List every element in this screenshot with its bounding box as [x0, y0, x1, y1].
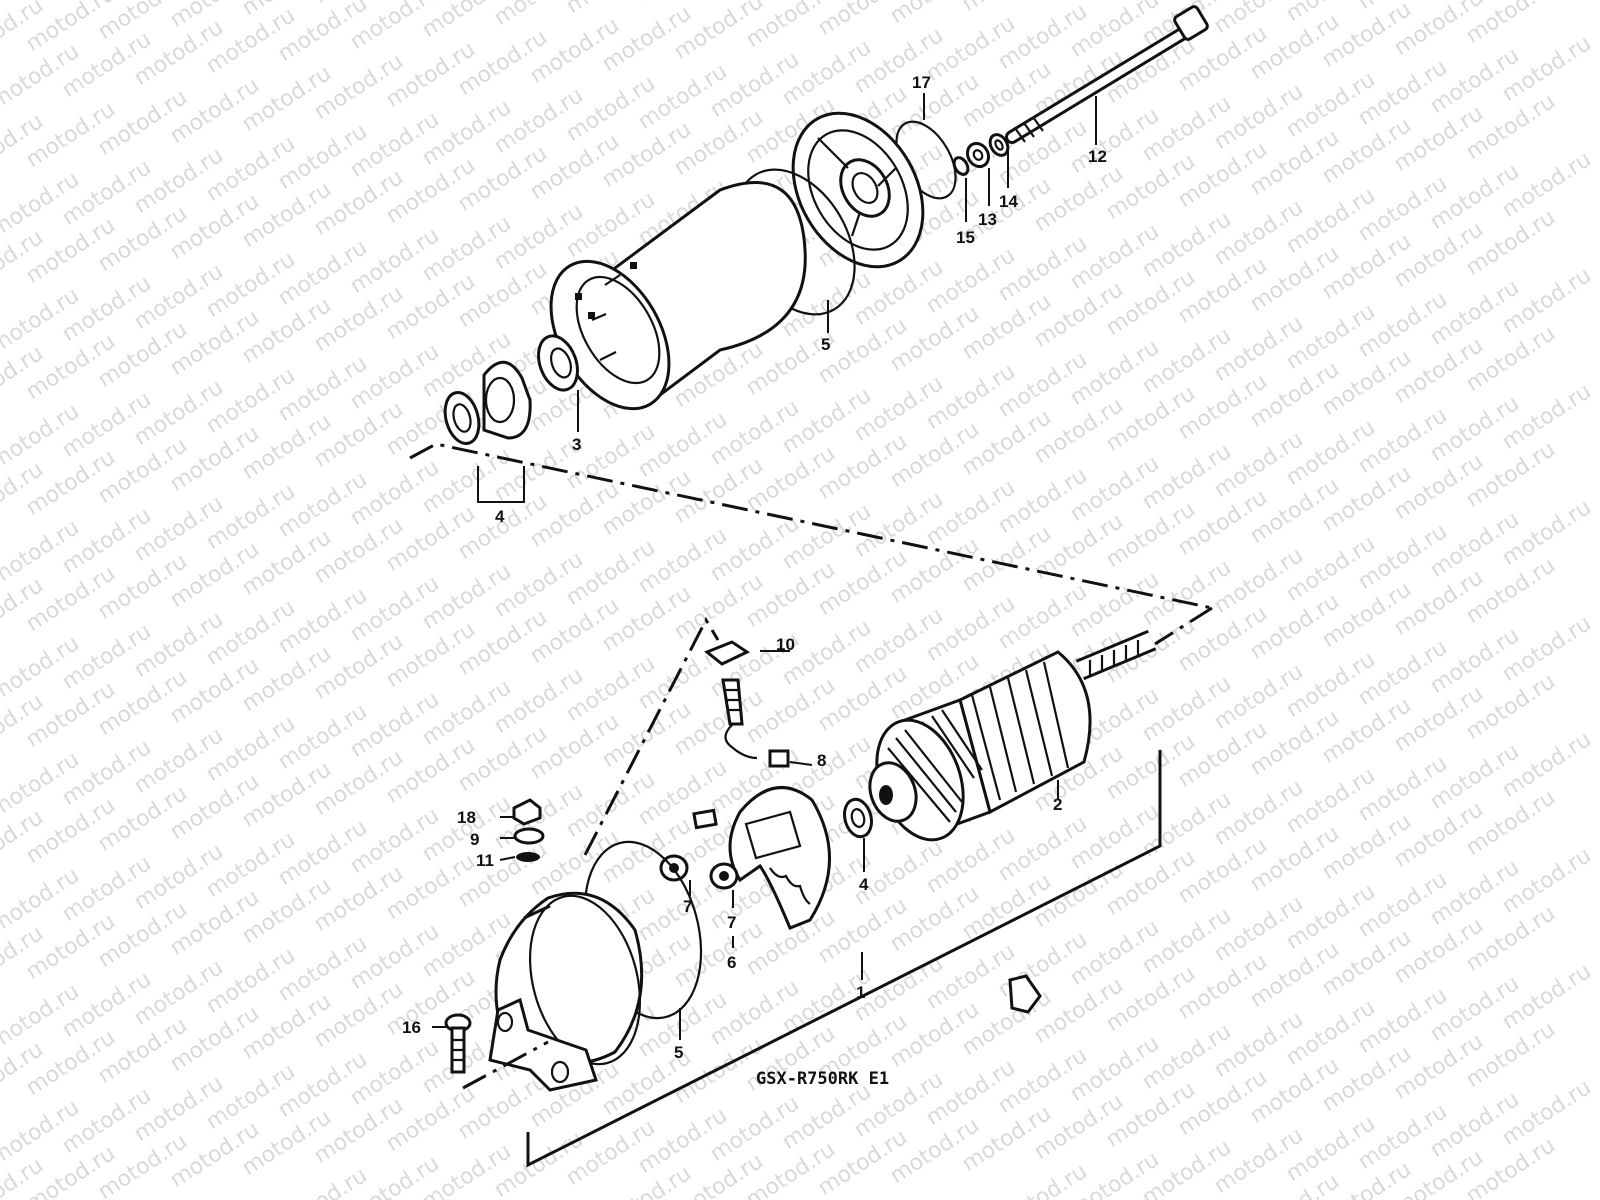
bracket-1: [526, 750, 1162, 1168]
callout-5-top: 5: [821, 335, 830, 354]
washer-14: [988, 133, 1010, 157]
front-end-housing: [488, 891, 644, 1092]
callout-11: 11: [476, 851, 494, 870]
washer-set-4-top: [443, 360, 532, 445]
nut-18: [512, 798, 542, 826]
clip: [1008, 974, 1042, 1014]
callout-12: 12: [1088, 147, 1107, 166]
screw-16: [444, 1013, 472, 1074]
yoke-housing: [549, 181, 807, 411]
callout-7a: 7: [683, 897, 692, 916]
washer-4-bottom: [843, 797, 873, 839]
through-bolt-12: [1005, 5, 1209, 144]
bracket-4: [477, 466, 525, 503]
armature-2: [868, 629, 1157, 842]
callout-1: 1: [856, 983, 865, 1002]
callout-8: 8: [817, 751, 826, 770]
callout-4-bottom: 4: [859, 875, 869, 894]
callout-18: 18: [457, 808, 476, 827]
washer-9: [513, 827, 545, 845]
callout-7b: 7: [727, 913, 736, 932]
callout-9: 9: [470, 830, 479, 849]
callout-5-bottom: 5: [674, 1043, 683, 1062]
rear-end-cover: [791, 111, 925, 269]
callout-17: 17: [912, 73, 931, 92]
callout-6: 6: [727, 953, 736, 972]
callout-4-top: 4: [495, 507, 505, 526]
brush-8: [721, 678, 790, 768]
oil-seal-3: [537, 334, 579, 392]
callout-13: 13: [978, 210, 997, 229]
plate-10: [704, 640, 751, 666]
callout-15: 15: [956, 228, 975, 247]
assembly-line-top: [409, 442, 1213, 610]
washer-11: [516, 852, 540, 862]
callout-3: 3: [572, 435, 581, 454]
callout-10: 10: [776, 635, 795, 654]
assembly-line-bottom: [583, 616, 720, 856]
callout-16: 16: [402, 1018, 421, 1037]
model-label: GSX-R750RK E1: [756, 1069, 889, 1089]
insulator-7b: [709, 862, 739, 890]
leader-lines: [432, 93, 1097, 1040]
callout-2: 2: [1053, 795, 1062, 814]
assembly-line-mid: [1154, 606, 1213, 646]
washer-13: [965, 141, 991, 169]
callout-14: 14: [999, 192, 1018, 211]
assembly-line-bolt: [462, 1040, 549, 1090]
